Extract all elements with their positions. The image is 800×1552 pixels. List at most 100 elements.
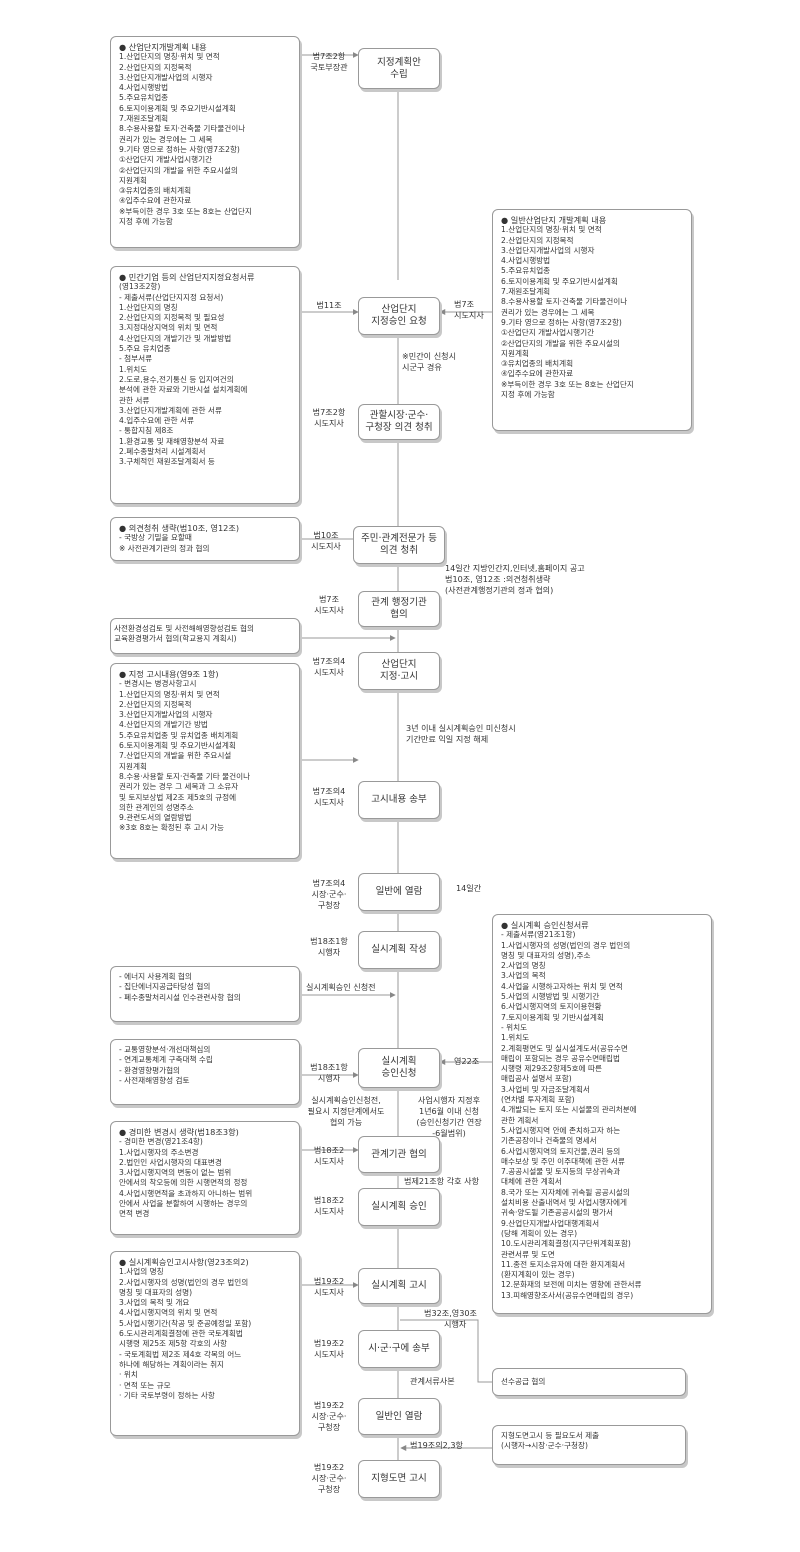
step-topographic-notice[interactable]: 지형도면 고시 [358, 1460, 440, 1498]
panel-line: 7.토지이용계획 및 기반시설계획 [501, 1012, 604, 1022]
panel-line: 4.산업단지의 개발기간 방법 [119, 720, 208, 730]
panel-line: · 기타 국토부령이 정하는 사항 [119, 1390, 215, 1400]
panel-line: 지형도면고시 등 필요도서 제출 [501, 1431, 600, 1440]
panel-line: 2.사업시행자의 성명(법인의 경우 법인의 [119, 1277, 249, 1287]
panel-line: - 첨부서류 [119, 354, 153, 364]
step-local-opinion[interactable]: 관할시장·군수·구청장 의견 청취 [358, 404, 440, 440]
panel-line: · 면적 또는 규모 [119, 1380, 171, 1390]
panel-line: ● 지정 고시내용(영9조 1항) [119, 669, 219, 679]
panel-line: 5.주요유치업종 [119, 93, 169, 103]
panel-line: 매립공사 설명서 포함) [501, 1074, 572, 1084]
panel-line: 대체에 관한 계획서 [501, 1177, 562, 1187]
panel-line: 5.사업시행지역 안에 존치하고자 하는 [501, 1125, 621, 1135]
panel-line: 관한 서류 [119, 395, 150, 405]
panel-line: 귀속·양도될 기존공공시설의 평가서 [501, 1208, 614, 1218]
panel-line: 면적 변경 [119, 1209, 150, 1219]
panel-line: ● 실시계획 승인신청서류 [501, 920, 589, 930]
step-plan-creation[interactable]: 실시계획 작성 [358, 931, 440, 969]
panel-line: 및 토지보상법 제2조 제5호의 규정에 [119, 792, 237, 802]
panel-line: 5.사업의 시행방법 및 시행기간 [501, 992, 600, 1002]
panel-line: 9.기타 영으로 정하는 사항(영7조2항) [501, 317, 622, 327]
panel-line: 권리가 있는 경우에는 그 세목 [119, 134, 213, 144]
panel-line: 2.사업의 명칭 [501, 961, 546, 971]
step-send-notice[interactable]: 고시내용 송부 [358, 781, 440, 819]
note-s11-below: 법제21조항 각호 사항 [404, 1176, 480, 1186]
step-agency-consultation[interactable]: 관계기관 협의 [358, 1136, 440, 1173]
panel-line: - 제출서류(영21조1항) [501, 930, 576, 940]
panel-line: 권리가 있는 경우에는 그 세목 [501, 307, 595, 317]
panel-line: 6.도시관리계획결정에 관한 국토계획법 [119, 1329, 243, 1339]
note-s10-right: 영22조 [454, 1056, 480, 1066]
panel-line: 1.환경교통 및 재해영향분석 자료 [119, 436, 225, 446]
panel-line: (연차별 투자계획 포함) [501, 1095, 575, 1105]
panel-line: 2.계획평면도 및 실시설계도서(공유수면 [501, 1043, 628, 1053]
panel-line: - 연계교통체계 구축대책 수립 [119, 1055, 213, 1065]
panel-line: 6.사업시행지역의 토지건물,권리 등의 [501, 1146, 621, 1156]
note-s15-below: 법19조의2,3항 [410, 1440, 463, 1450]
panel-line: (환지계획이 있는 경우) [501, 1270, 575, 1280]
panel-line: 7.재원조달계획 [119, 114, 169, 124]
panel-line: 8.수용·사용할 토지·건축물 기타 물건이나 [119, 771, 251, 781]
panel-line: 3.산업단지개발사업의 시행자 [501, 245, 595, 255]
panel-line: 의한 관계인의 성명주소 [119, 802, 194, 812]
panel-line: 선수공급 협의 [501, 1377, 546, 1386]
panel-line: 10.도시관리계획결정(지구단위계획포함) [501, 1239, 631, 1249]
panel-private-request-docs: ● 민간기업 등의 산업단지지정요청서류 (영13조2항)- 제출서류(산업단지… [110, 266, 300, 504]
panel-line: 3.구체적인 재원조달계획서 등 [119, 457, 215, 467]
panel-line: 지원계획 [119, 761, 147, 771]
panel-line: ①산업단지 개발사업시행기간 [501, 328, 595, 338]
panel-line: 6.토지이용계획 및 주요기반시설계획 [119, 103, 236, 113]
note-s14-below: 관계서류사본 [410, 1376, 455, 1386]
panel-line: 4.개발되는 토지 또는 시설물의 관리처분에 [501, 1105, 637, 1115]
panel-line: - 집단에너지공급타당성 협의 [119, 982, 211, 992]
panel-line: 9.산업단지개발사업대행계획서 [501, 1218, 600, 1228]
panel-pre-supply: 선수공급 협의 [492, 1368, 686, 1396]
step-send-to-district[interactable]: 시·군·구에 송부 [358, 1330, 440, 1368]
step-plan-notice[interactable]: 실시계획 고시 [358, 1268, 440, 1304]
panel-line: ● 산업단지개발계획 내용 [119, 42, 207, 52]
panel-line: 설치비용 산출내역서 및 사업시행자에게 [501, 1198, 628, 1208]
panel-general-development-plan: ● 일반산업단지 개발계획 내용 1.산업단지의 명칭·위치 및 면적 2.산업… [492, 209, 692, 431]
panel-line: - 국방상 기밀을 요할때 [119, 533, 192, 543]
law-label-s2: 법11조 [316, 300, 342, 310]
connector-p12 [400, 1319, 492, 1383]
step-general-viewing[interactable]: 일반인 열람 [358, 1398, 440, 1435]
panel-line: 5.사업시행기간(착공 및 준공예정일 포함) [119, 1318, 252, 1328]
panel-line: 2.산업단지의 지정목적 [501, 235, 574, 245]
panel-line: ※ 사전관계기관의 정과 협의 [119, 543, 210, 553]
panel-line: 6.토지이용계획 및 주요기반시설계획 [501, 276, 618, 286]
panel-designation-notice-items: ● 지정 고시내용(영9조 1항) - 변경시는 병경사항고시 1.산업단지의 … [110, 663, 300, 859]
step-public-viewing[interactable]: 일반에 열람 [358, 873, 440, 911]
panel-line: 명칭 및 대표자의 성명) [119, 1287, 193, 1297]
panel-line: 1.사업시행자의 주소변경 [119, 1147, 199, 1157]
panel-line: ③유치업종의 배치계획 [501, 359, 574, 369]
panel-line: - 환경영향평가협의 [119, 1065, 181, 1075]
panel-line: - 사전재해영향성 검토 [119, 1075, 190, 1085]
panel-line: 8.수용사용할 토지·건축물 기타물건이나 [119, 124, 246, 134]
panel-line: 매립이 포함되는 경우 공유수면매립법 [501, 1053, 621, 1063]
panel-line: ● 의견청취 생략(법10조, 영12조) [119, 523, 240, 533]
panel-line: 1.산업단지의 명칭 [119, 302, 178, 312]
panel-line: - 경미한 변경(영21조4항) [119, 1137, 203, 1147]
step-plan-approval[interactable]: 실시계획 승인 [358, 1188, 440, 1226]
panel-line: - 에너지 사용계획 협의 [119, 972, 192, 981]
panel-minor-change: ● 경미한 변경시 생략(법18조3항) - 경미한 변경(영21조4항) 1.… [110, 1121, 300, 1235]
panel-line: ②산업단지의 개발을 위한 주요시설의 [501, 338, 620, 348]
panel-line: (당해 계획이 있는 경우) [501, 1228, 578, 1238]
